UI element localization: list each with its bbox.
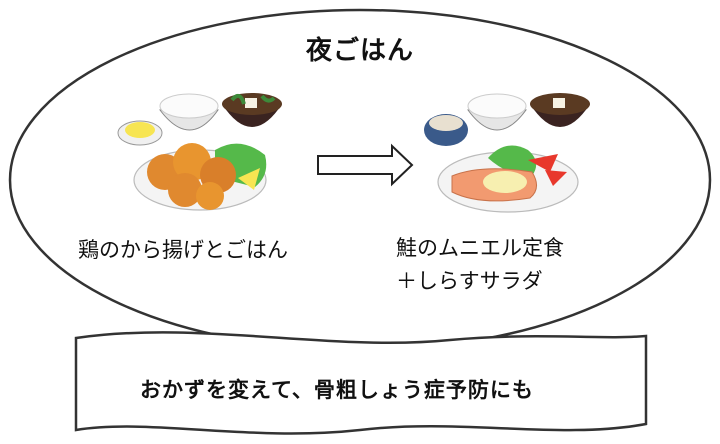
fried-chicken-meal-illustration bbox=[112, 85, 290, 220]
fried-chicken-piece bbox=[168, 173, 202, 207]
page-title: 夜ごはん bbox=[305, 36, 414, 66]
wakame bbox=[230, 93, 276, 105]
right-arrow-icon bbox=[317, 143, 414, 187]
rice bbox=[467, 93, 527, 119]
right-meal-caption: 鮭のムニエル定食 ＋しらすサラダ bbox=[396, 232, 564, 298]
tartar-sauce bbox=[483, 171, 527, 193]
right-meal-caption-line2: ＋しらすサラダ bbox=[396, 269, 543, 293]
salmon-meal-illustration bbox=[420, 85, 598, 220]
fried-chicken-piece bbox=[196, 182, 224, 210]
shirasu bbox=[429, 115, 463, 131]
lemon-wedge bbox=[238, 168, 260, 190]
banner-message: おかずを変えて、骨粗しょう症予防にも bbox=[140, 378, 534, 402]
rice bbox=[159, 93, 219, 119]
left-meal-caption: 鶏のから揚げとごはん bbox=[78, 238, 288, 262]
tomato bbox=[545, 170, 567, 186]
right-meal-caption-line1: 鮭のムニエル定食 bbox=[396, 236, 564, 260]
message-banner bbox=[74, 331, 648, 435]
lemon-slice bbox=[125, 122, 155, 138]
tofu bbox=[553, 98, 565, 108]
tofu bbox=[245, 98, 257, 108]
tomato bbox=[528, 154, 558, 172]
lettuce bbox=[488, 145, 537, 176]
